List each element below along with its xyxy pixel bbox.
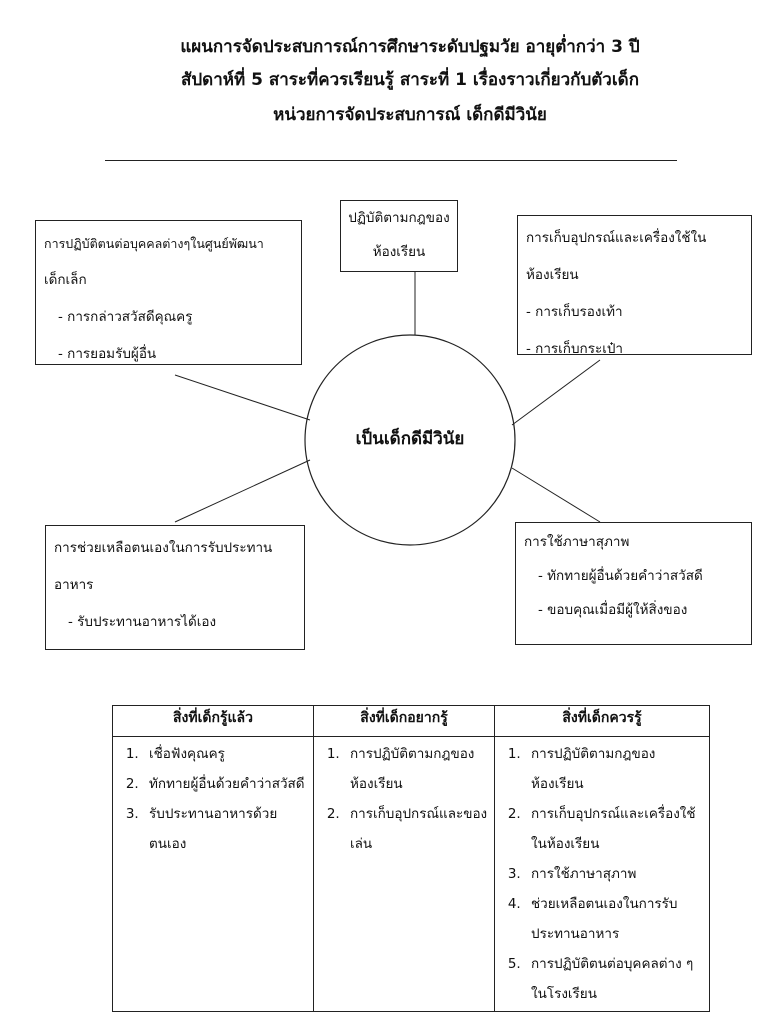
box-top-right: การเก็บอุปกรณ์และเครื่องใช้ใน ห้องเรียน … [517,215,752,357]
box-line: อาหาร [54,577,94,593]
box-line: เด็กเล็ก [44,272,87,288]
header-should-know: สิ่งที่เด็กควรรู้ [494,705,710,737]
box-line: การใช้ภาษาสุภาพ [524,534,630,550]
title-line-1: แผนการจัดประสบการณ์การศึกษาระดับปฐมวัย อ… [180,37,640,57]
header-want-to-know: สิ่งที่เด็กอยากรู้ [313,705,495,737]
box-top-left: การปฏิบัติตนต่อบุคคลต่างๆในศูนย์พัฒนา เด… [35,220,302,365]
box-item: - การเก็บรองเท้า [526,304,623,320]
connector-top-left [174,374,311,421]
connector-bottom-right [511,467,601,523]
box-top: ปฏิบัติตามกฎของ ห้องเรียน [340,200,458,272]
box-bottom-right: การใช้ภาษาสุภาพ - ทักทายผู้อื่นด้วยคำว่า… [515,522,752,645]
list-item: การปฏิบัติตามกฎของห้องเรียน [525,739,703,799]
box-item: - การกล่าวสวัสดีคุณครู [58,309,193,325]
list-item: การใช้ภาษาสุภาพ [525,859,703,889]
box-line: ห้องเรียน [526,267,579,283]
box-item: - ทักทายผู้อื่นด้วยคำว่าสวัสดี [538,568,703,584]
list-item: การปฏิบัติตามกฎของห้องเรียน [344,739,488,799]
box-line: ห้องเรียน [372,244,426,260]
divider [105,160,677,161]
header-known: สิ่งที่เด็กรู้แล้ว [112,705,314,737]
list-item: ทักทายผู้อื่นด้วยคำว่าสวัสดี [143,769,307,799]
box-line: การปฏิบัติตนต่อบุคคลต่างๆในศูนย์พัฒนา [44,236,264,251]
knowledge-table: สิ่งที่เด็กรู้แล้ว สิ่งที่เด็กอยากรู้ สิ… [112,705,710,1012]
list-item: ช่วยเหลือตนเองในการรับประทานอาหาร [525,889,703,949]
box-line: การเก็บอุปกรณ์และเครื่องใช้ใน [526,230,707,246]
column-should-know: การปฏิบัติตามกฎของห้องเรียน การเก็บอุปกร… [494,736,710,1012]
box-bottom-left: การช่วยเหลือตนเองในการรับประทาน อาหาร - … [45,525,305,650]
list-item: การเก็บอุปกรณ์และเครื่องใช้ในห้องเรียน [525,799,703,859]
list-item: การปฏิบัติตนต่อบุคคลต่าง ๆ ในโรงเรียน [525,949,703,1009]
box-line: การช่วยเหลือตนเองในการรับประทาน [54,540,273,556]
center-topic: เป็นเด็กดีมีวินัย [355,429,465,449]
list-item: การเก็บอุปกรณ์และของเล่น [344,799,488,859]
column-want-to-know: การปฏิบัติตามกฎของห้องเรียน การเก็บอุปกร… [313,736,495,1012]
title-line-2: สัปดาห์ที่ 5 สาระที่ควรเรียนรู้ สาระที่ … [181,70,639,90]
box-item: - รับประทานอาหารได้เอง [68,614,217,630]
center-circle [304,334,516,546]
box-item: - การยอมรับผู้อื่น [58,346,157,362]
box-line: ปฏิบัติตามกฎของ [348,210,450,226]
connector-bottom-left [174,459,311,523]
list-item: เชื่อฟังคุณครู [143,739,307,769]
connector-top-right [511,359,601,426]
title-line-3: หน่วยการจัดประสบการณ์ เด็กดีมีวินัย [273,105,547,125]
column-known: เชื่อฟังคุณครู ทักทายผู้อื่นด้วยคำว่าสวั… [112,736,314,1012]
mindmap-connectors [174,272,601,546]
box-item: - การเก็บกระเป๋า [526,341,623,357]
box-item: - ขอบคุณเมื่อมีผู้ให้สิ่งของ [538,602,688,618]
list-item: รับประทานอาหารด้วยตนเอง [143,799,307,859]
